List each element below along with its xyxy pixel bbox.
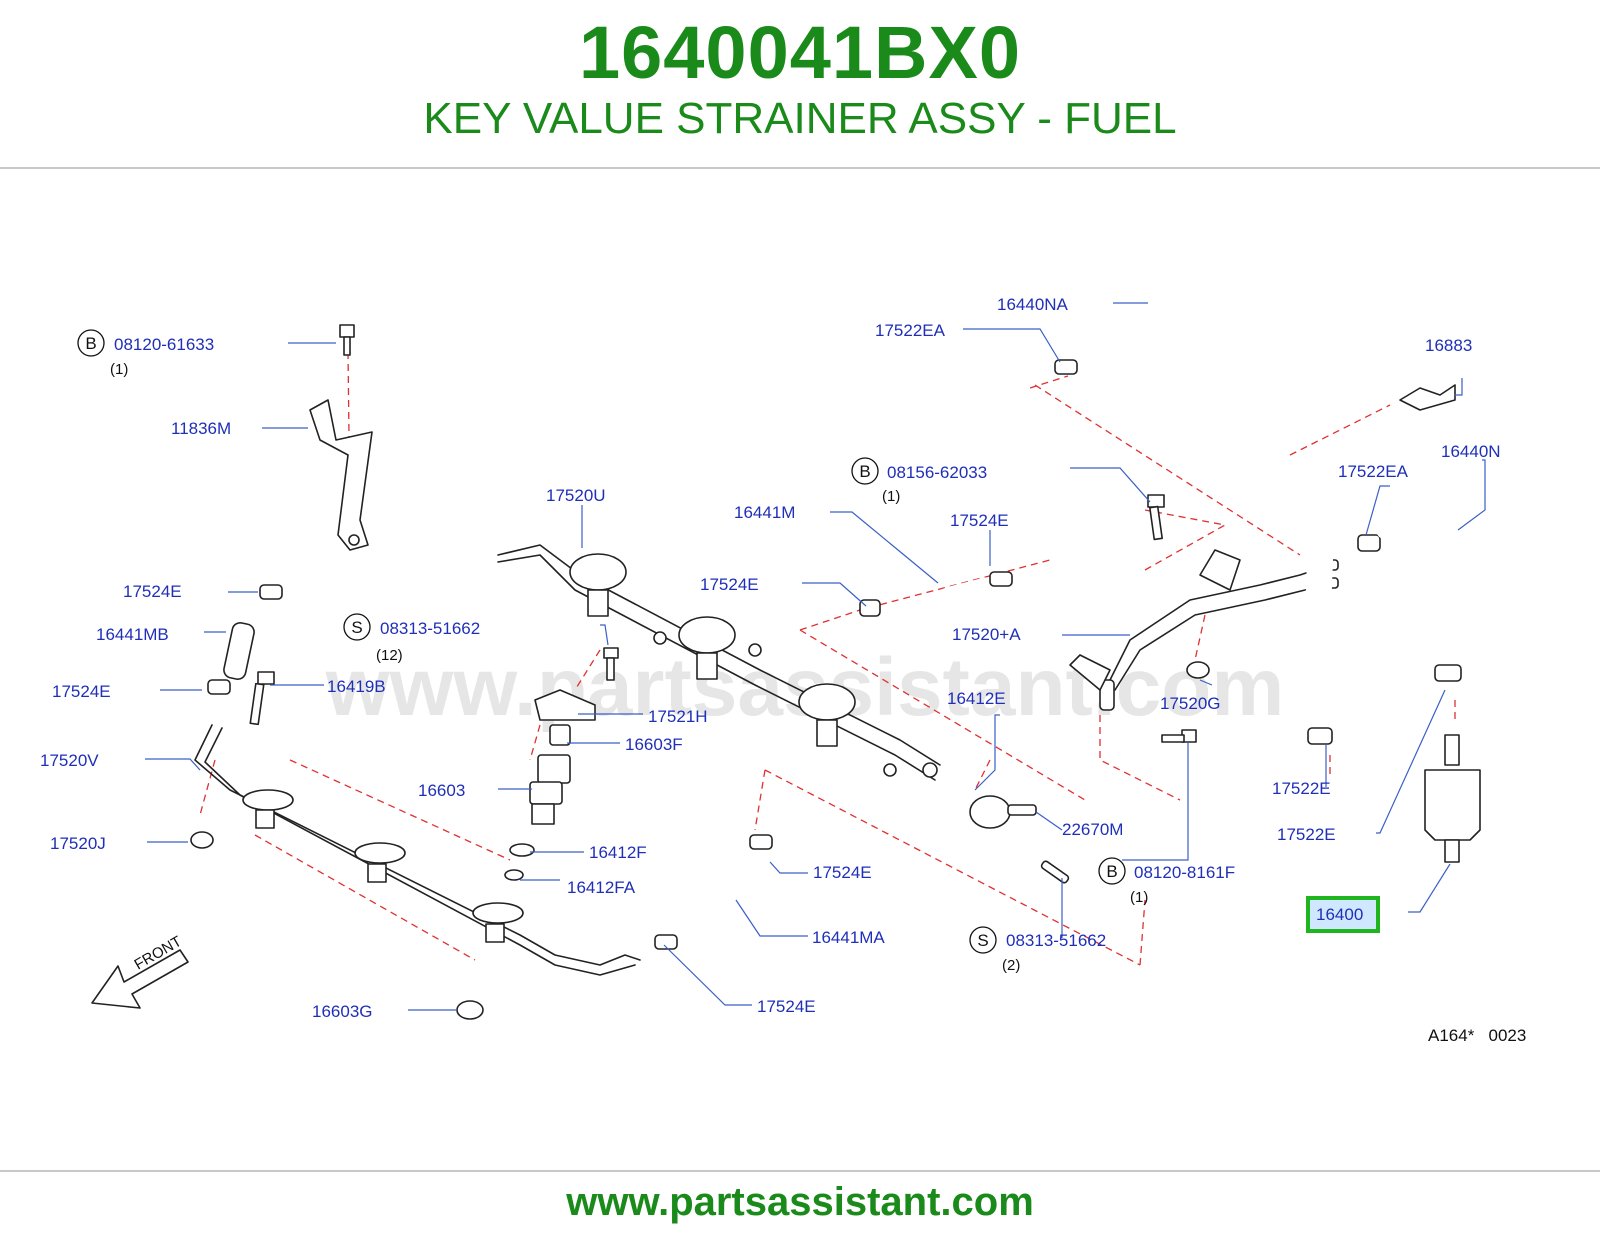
callout-label[interactable]: 17522E [1272,779,1331,798]
callout-label[interactable]: 17524E [757,997,816,1016]
fuel-rail-upper-icon [497,544,941,766]
badge-letter: B [1106,862,1117,881]
callout-qty: (1) [110,361,128,378]
callout-label[interactable]: 17522EA [875,321,946,340]
callout-label[interactable]: 11836M [171,419,231,438]
part-number-title: 1640041BX0 [578,11,1022,94]
badge-letter: S [977,931,988,950]
part-name-subtitle: KEY VALUE STRAINER ASSY - FUEL [423,94,1177,143]
callout-label[interactable]: 16412F [589,843,647,862]
badge-letter: S [351,618,362,637]
callout-label[interactable]: 17524E [813,863,872,882]
callout-label[interactable]: 16440N [1441,442,1501,461]
fuel-rail-left-icon [194,724,641,966]
callout-label[interactable]: 16440NA [997,295,1069,314]
highlight-box [1306,896,1380,933]
callout-label[interactable]: 16603G [312,1002,373,1021]
callout-label[interactable]: 16441M [734,503,795,522]
callout-label[interactable]: 17524E [52,682,111,701]
callout-label[interactable]: 17520V [40,751,99,770]
callout-label[interactable]: 16603F [625,735,683,754]
bolt-icon [339,324,355,356]
callout-label[interactable]: 17520U [546,486,606,505]
callout-label[interactable]: 16883 [1425,336,1472,355]
callout-label[interactable]: 17524E [123,582,182,601]
callout-label[interactable]: 08120-61633 [114,335,214,354]
pipe-assembly-icon [1109,564,1331,681]
callout-qty: (2) [1002,957,1020,974]
callout-label[interactable]: 17520+A [952,625,1021,644]
front-arrow-icon [91,949,189,1009]
callout-label[interactable]: 16412FA [567,878,636,897]
hose-16440na-icon [1094,304,1321,691]
callout-label[interactable]: 16412E [947,689,1006,708]
callout-label-highlighted[interactable]: 16400 [1316,905,1363,924]
clip-icon [259,584,283,600]
footer-url[interactable]: www.partsassistant.com [566,1180,1034,1224]
header-divider [0,167,1600,169]
callout-label[interactable]: 16603 [418,781,465,800]
callout-label[interactable]: 16441MB [96,625,169,644]
leader-lines [145,302,1486,1011]
page-header: 1640041BX0 KEY VALUE STRAINER ASSY - FUE… [0,0,1600,170]
callout-label[interactable]: 16419B [327,677,386,696]
bracket-icon [309,399,373,551]
callout-qty: (12) [376,647,403,664]
fuel-filter-icon [1424,734,1481,863]
front-label: FRONT [132,933,185,974]
badge-letter: B [859,462,870,481]
clamp-icon [1399,384,1456,411]
callout-label[interactable]: 08120-8161F [1134,863,1235,882]
callout-label[interactable]: 08156-62033 [887,463,987,482]
badge-letter: B [85,334,96,353]
callout-qty: (1) [1130,889,1148,906]
callout-label[interactable]: 08313-51662 [1006,931,1106,950]
callout-label[interactable]: 17521H [648,707,708,726]
callout-label[interactable]: 17522EA [1338,462,1409,481]
injector-icon [537,754,571,784]
callout-labels: 08120-61633 (1) 11836M 17520U 16441M 081… [40,295,1526,1045]
watermark-text: www.partsassistant.com [325,642,1285,733]
callout-label[interactable]: 17524E [950,511,1009,530]
footer-divider [0,1170,1600,1172]
hose-icon [223,622,255,680]
callout-badges: B B S B S [77,329,1126,954]
callout-label[interactable]: 17524E [700,575,759,594]
part-drawings [91,292,1481,1020]
diagram-code: A164* 0023 [1428,1026,1526,1045]
callout-label[interactable]: 17522E [1277,825,1336,844]
callout-label[interactable]: 08313-51662 [380,619,480,638]
callout-label[interactable]: 22670M [1062,820,1123,839]
callout-label[interactable]: 17520J [50,834,106,853]
callout-label[interactable]: 16441MA [812,928,885,947]
callout-qty: (1) [882,488,900,505]
callout-label[interactable]: 17520G [1160,694,1221,713]
regulator-icon [969,795,1011,829]
